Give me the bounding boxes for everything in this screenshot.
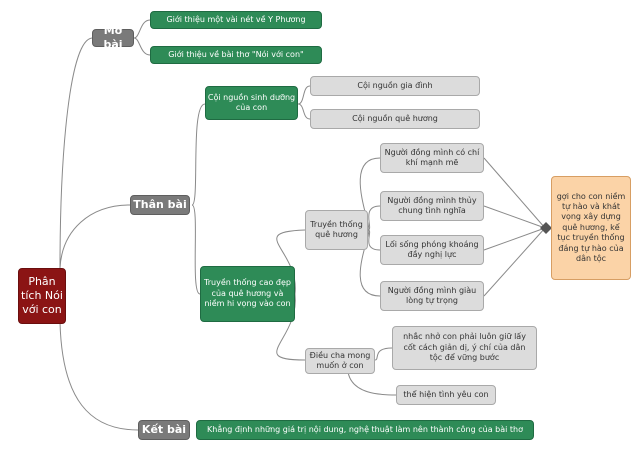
root-label: Phân tích Nói với con [21,274,63,317]
link-converge-4 [483,227,546,297]
link-converge-3 [483,227,546,251]
ttqh-item-1[interactable]: Người đồng mình có chí khí mạnh mẽ [380,143,484,173]
ttqh-item-4[interactable]: Người đồng mình giàu lòng tự trọng [380,281,484,311]
mo-bai-item-1[interactable]: Giới thiệu một vài nét về Y Phương [150,11,322,29]
link-mo-bai-2 [133,37,151,56]
link-ttqh-3 [367,229,381,251]
coi-nguon-item-2[interactable]: Cội nguồn quê hương [310,109,480,129]
link-ttqh-2 [367,205,381,231]
link-root-ket-bai [59,321,139,431]
link-root-than-bai [59,204,131,269]
truyen-thong-que-huong-node[interactable]: Truyền thống quê hương [305,210,368,250]
root-node[interactable]: Phân tích Nói với con [18,268,66,324]
link-coi-nguon-1 [297,85,311,105]
link-coi-nguon-2 [297,103,311,120]
link-root-mo-bai [59,37,93,269]
coi-nguon-node[interactable]: Cội nguồn sinh dưỡng của con [205,86,298,120]
dieu-cha-mong-item-2[interactable]: thể hiện tình yêu con [396,385,496,405]
section-mo-bai-label: Mở bài [103,23,123,51]
link-than-bai-coi-nguon [191,103,206,206]
section-ket-bai-label: Kết bài [141,422,187,436]
link-dcm-1 [374,347,393,361]
link-ttqh-1 [359,157,381,231]
mo-bai-item-2[interactable]: Giới thiệu về bài thơ "Nói với con" [150,46,322,64]
truyen-thong-node[interactable]: Truyền thống cao đẹp của quê hương và ni… [200,266,295,322]
summary-node[interactable]: gợi cho con niềm tự hào và khát vọng xây… [551,176,631,280]
dieu-cha-mong-item-1[interactable]: nhắc nhở con phải luôn giữ lấy cốt cách … [392,326,537,370]
converge-marker [540,222,552,234]
section-ket-bai[interactable]: Kết bài [138,420,190,440]
section-than-bai-label: Thân bài [133,197,187,211]
ket-bai-item-1[interactable]: Khẳng định những giá trị nội dung, nghệ … [196,420,534,440]
section-mo-bai[interactable]: Mở bài [92,24,134,51]
link-converge-2 [483,205,546,229]
ttqh-item-2[interactable]: Người đồng mình thủy chung tình nghĩa [380,191,484,221]
link-mo-bai-1 [133,19,151,39]
dieu-cha-mong-node[interactable]: Điều cha mong muốn ở con [305,348,375,374]
coi-nguon-item-1[interactable]: Cội nguồn gia đình [310,76,480,96]
link-than-bai-truyen-thong [191,204,201,295]
ttqh-item-3[interactable]: Lối sống phóng khoáng đầy nghị lực [380,235,484,265]
link-ttqh-4 [359,229,381,297]
link-converge-1 [483,157,546,229]
link-dcm-2 [347,371,397,396]
section-than-bai[interactable]: Thân bài [130,195,190,215]
